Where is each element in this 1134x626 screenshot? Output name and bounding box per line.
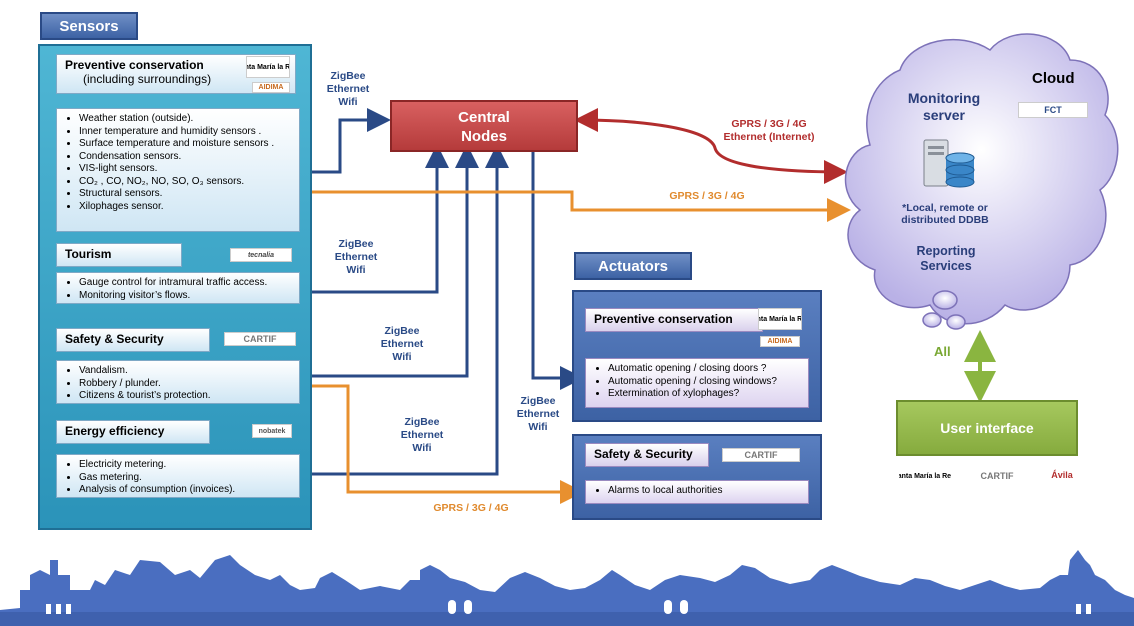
link-label-gprs-cloud: GPRS / 3G / 4G <box>669 190 745 202</box>
list-item: Automatic opening / closing doors ? <box>608 363 802 376</box>
avila-logo: Ávila <box>1044 462 1080 488</box>
sensor-preventive-subtitle: (including surroundings) <box>83 72 212 86</box>
list-item: Structural sensors. <box>79 188 293 201</box>
actuator-safety-header: Safety & Security <box>585 443 709 467</box>
list-item: Analysis of consumption (invoices). <box>79 484 293 497</box>
sensors-title: Sensors <box>40 12 138 40</box>
ddbb-text: *Local, remote or <box>902 202 988 214</box>
cartif-logo: CARTIF <box>958 468 1036 484</box>
cartif-logo: CARTIF <box>224 332 296 346</box>
link-label-wireless-4: ZigBee Ethernet Wifi <box>392 416 452 455</box>
user-interface-box: User interface <box>896 400 1078 456</box>
ddbb-text: distributed DDBB <box>901 214 989 226</box>
reporting-services-label: Reporting Services <box>896 244 996 274</box>
link-text: GPRS / 3G / 4G <box>731 118 807 130</box>
tecnalia-logo: tecnalia <box>230 248 292 262</box>
arrow-preventive-to-central <box>300 108 391 174</box>
link-label-wireless-1: ZigBee Ethernet Wifi <box>318 70 378 109</box>
arrow-central-to-actuators <box>531 150 584 390</box>
link-label-wireless-5: ZigBee Ethernet Wifi <box>508 395 568 434</box>
link-text: ZigBee <box>404 416 440 428</box>
sensor-energy-header: Energy efficiency <box>56 420 210 444</box>
sensor-safety-header: Safety & Security <box>56 328 210 352</box>
sensor-preventive-title: Preventive conservation <box>65 58 204 72</box>
link-text: Wifi <box>528 421 548 433</box>
link-text: Ethernet <box>326 83 370 95</box>
central-nodes-subtitle: Nodes <box>461 128 507 145</box>
list-item: Gas metering. <box>79 472 293 485</box>
list-item: CO₂ , CO, NO₂, NO, SO, O₃ sensors. <box>79 176 293 189</box>
database-server-icon <box>918 138 978 194</box>
link-text: ZigBee <box>338 238 374 250</box>
list-item: Surface temperature and moisture sensors… <box>79 138 293 151</box>
link-text: Ethernet <box>516 408 560 420</box>
aidima-logo: AIDIMA <box>760 336 800 347</box>
list-item: Robbery / plunder. <box>79 378 293 391</box>
list-item: Monitoring visitor’s flows. <box>79 290 293 303</box>
link-label-wireless-3: ZigBee Ethernet Wifi <box>372 325 432 364</box>
link-label-internet: GPRS / 3G / 4G Ethernet (Internet) <box>694 118 844 144</box>
link-label-gprs-actuators: GPRS / 3G / 4G <box>433 502 509 514</box>
actuator-preventive-list: Automatic opening / closing doors ? Auto… <box>585 358 809 408</box>
list-item: Alarms to local authorities <box>608 485 802 498</box>
list-item: Vandalism. <box>79 365 293 378</box>
list-item: Xilophages sensor. <box>79 201 293 214</box>
list-item: Condensation sensors. <box>79 151 293 164</box>
cartif-logo: CARTIF <box>722 448 800 462</box>
all-label: All <box>934 344 951 359</box>
list-item: Inner temperature and humidity sensors . <box>79 126 293 139</box>
link-text: ZigBee <box>520 395 556 407</box>
actuators-title: Actuators <box>574 252 692 280</box>
link-text: Wifi <box>346 264 366 276</box>
fct-logo: FCT <box>1018 102 1088 118</box>
central-nodes-title: Central <box>458 109 510 126</box>
link-text: Ethernet (Internet) <box>723 131 815 143</box>
santa-maria-logo: Santa María la Real <box>246 56 290 78</box>
link-text: Wifi <box>338 96 358 108</box>
arrow-safety-to-actuators <box>300 384 584 504</box>
arrow-central-cloud <box>574 108 848 184</box>
list-item: Electricity metering. <box>79 459 293 472</box>
arrow-safety-to-central <box>300 144 479 378</box>
aidima-logo: AIDIMA <box>252 82 290 93</box>
sensor-preventive-list: Weather station (outside). Inner tempera… <box>56 108 300 232</box>
list-item: Weather station (outside). <box>79 113 293 126</box>
server-text: Monitoring <box>907 90 981 106</box>
list-item: VIS-light sensors. <box>79 163 293 176</box>
sensor-tourism-header: Tourism <box>56 243 182 267</box>
link-text: Wifi <box>412 442 432 454</box>
link-text: Wifi <box>392 351 412 363</box>
link-label-wireless-2: ZigBee Ethernet Wifi <box>326 238 386 277</box>
reporting-text: Reporting <box>916 244 976 258</box>
cloud-title: Cloud <box>1032 70 1075 87</box>
link-text: ZigBee <box>384 325 420 337</box>
actuator-safety-list: Alarms to local authorities <box>585 480 809 504</box>
list-item: Gauge control for intramural traffic acc… <box>79 277 293 290</box>
sensor-energy-list: Electricity metering. Gas metering. Anal… <box>56 454 300 498</box>
reporting-text: Services <box>920 259 972 273</box>
list-item: Automatic opening / closing windows? <box>608 376 802 389</box>
arrow-preventive-to-cloud <box>300 190 851 222</box>
sensor-tourism-list: Gauge control for intramural traffic acc… <box>56 272 300 304</box>
central-nodes-box: Central Nodes <box>390 100 578 152</box>
arrow-tourism-to-central <box>300 144 449 294</box>
link-text: Ethernet <box>400 429 444 441</box>
link-text: ZigBee <box>330 70 366 82</box>
sensor-safety-list: Vandalism. Robbery / plunder. Citizens &… <box>56 360 300 404</box>
santa-maria-logo: Santa María la Real <box>898 464 952 488</box>
actuator-preventive-header: Preventive conservation <box>585 308 763 332</box>
list-item: Extermination of xylophages? <box>608 388 802 401</box>
list-item: Citizens & tourist’s protection. <box>79 390 293 403</box>
server-text: server <box>922 107 966 123</box>
santa-maria-logo: Santa María la Real <box>758 308 802 330</box>
link-text: Ethernet <box>334 251 378 263</box>
monitoring-server-label: Monitoring server <box>896 90 992 124</box>
nobatek-logo: nobatek <box>252 424 292 438</box>
link-text: Ethernet <box>380 338 424 350</box>
arrow-energy-to-central <box>300 144 509 476</box>
ddbb-label: *Local, remote or distributed DDBB <box>880 202 1010 226</box>
